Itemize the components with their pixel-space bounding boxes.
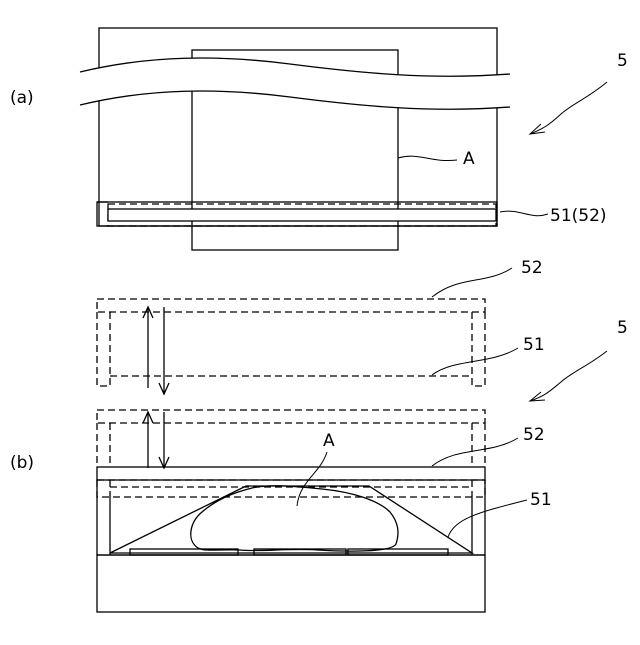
leader-frame-a — [500, 211, 548, 216]
ref-frame-a: 51(52) — [550, 206, 607, 226]
raised-frame-left-leg — [97, 312, 110, 386]
break-band-fill — [80, 58, 510, 109]
ref-upper-frame: 51 — [523, 335, 545, 355]
frame-51-taper — [110, 486, 472, 553]
ref-object-a: A — [463, 149, 475, 169]
leader-object-a — [398, 156, 457, 160]
raised-frame-right-leg — [472, 312, 485, 386]
ref-device-a: 5 — [617, 51, 628, 71]
cover-52 — [97, 467, 485, 480]
ref-upper-top: 52 — [521, 258, 543, 278]
ref-object-b: A — [323, 431, 335, 451]
panel-a: (a) 5 A 51(52) — [10, 28, 628, 250]
raised-cover-52 — [97, 299, 485, 312]
arrowhead-device-b — [530, 392, 545, 401]
leader-upper-frame — [432, 348, 518, 375]
frame-plate-inner-fill — [108, 209, 496, 221]
frame-band-dashed — [97, 480, 485, 497]
vertical-motion-arrows-lower — [143, 412, 169, 468]
base-tray — [97, 555, 485, 612]
leader-device-b — [530, 351, 607, 401]
leader-cover-b — [432, 438, 518, 466]
arrowhead-device-a — [530, 124, 545, 134]
panel-b-label: (b) — [10, 453, 34, 473]
leader-object-b — [297, 452, 327, 506]
leader-frame-b — [448, 500, 527, 537]
panel-a-label: (a) — [10, 88, 34, 108]
object-a-blob — [191, 486, 398, 551]
outer-housing — [99, 28, 497, 226]
support-pad-right — [348, 549, 448, 555]
leader-device-a — [530, 82, 607, 134]
ref-device-b: 5 — [617, 318, 628, 338]
mid-cover-52 — [97, 410, 485, 423]
leader-upper-top — [432, 268, 512, 297]
panel-b: (b) — [10, 258, 628, 612]
ref-cover-b: 52 — [523, 425, 545, 445]
ref-frame-b: 51 — [530, 490, 552, 510]
vertical-motion-arrows-upper — [143, 307, 169, 394]
